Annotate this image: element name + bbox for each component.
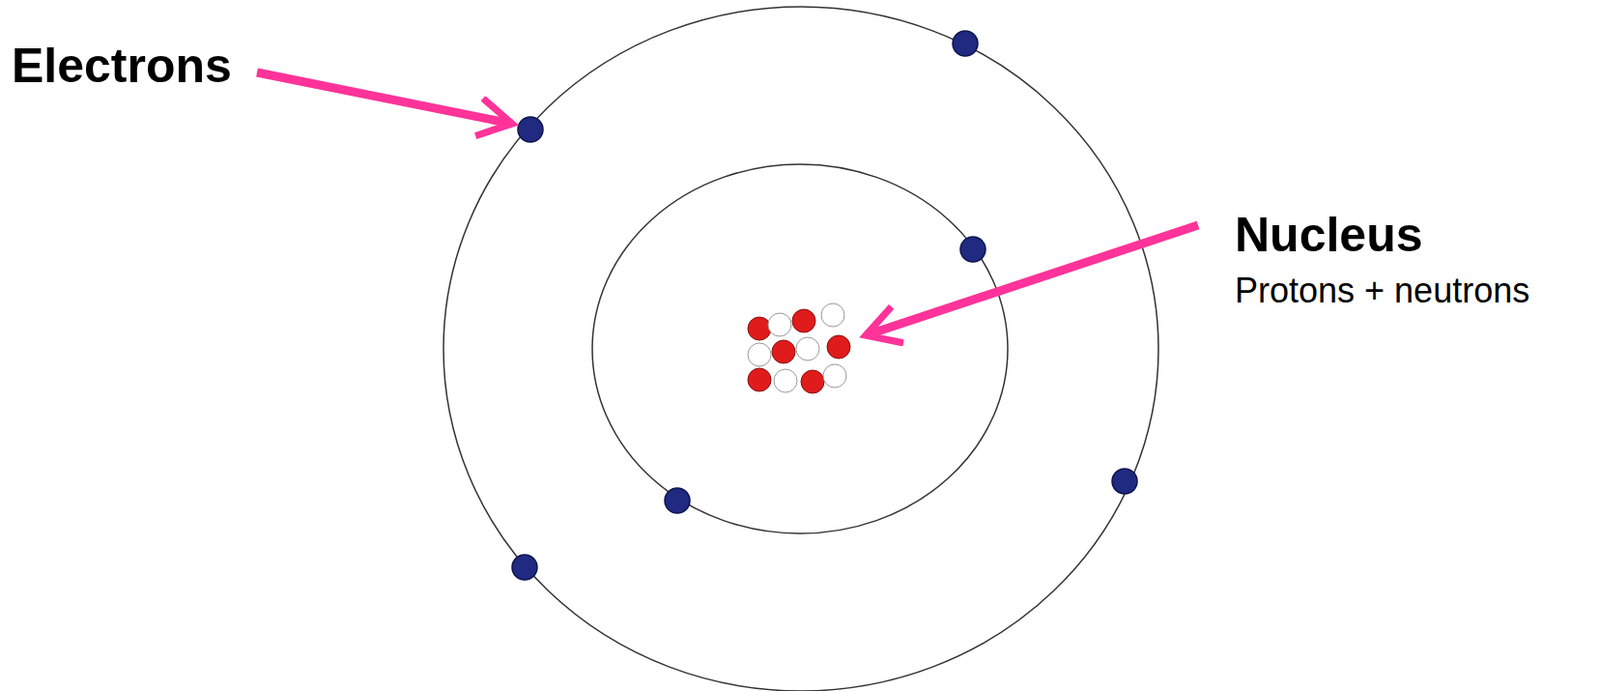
nucleus-particles bbox=[747, 303, 851, 394]
part-label: Electrons bbox=[11, 38, 232, 95]
part-note: Protons + neutrons bbox=[1234, 270, 1530, 311]
outer-shell bbox=[443, 6, 1159, 691]
electron-dots bbox=[512, 30, 1138, 580]
pointer-arrow bbox=[257, 72, 513, 124]
inner-shell bbox=[592, 164, 1008, 534]
pointer-arrow bbox=[865, 225, 1199, 336]
part-label: Nucleus bbox=[1234, 207, 1424, 264]
